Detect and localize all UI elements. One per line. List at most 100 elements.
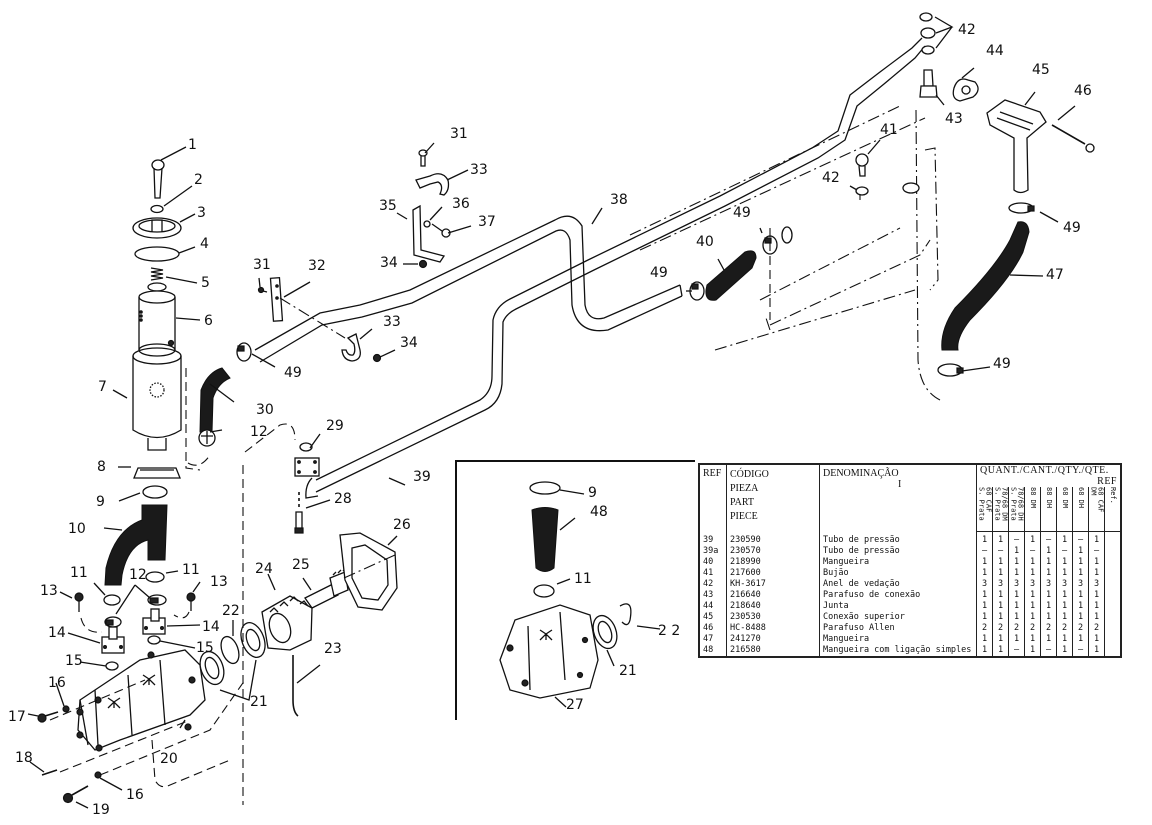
- upper-connection-part-45: [986, 99, 1047, 194]
- row-code: 218990: [726, 557, 820, 568]
- row-qty: 1: [1072, 612, 1089, 623]
- row-qty: 1: [1024, 568, 1041, 579]
- plate-part-32: [269, 277, 284, 322]
- row-qty: –: [1088, 546, 1105, 557]
- seal-ring-part-9: [142, 485, 168, 499]
- row-qty: 2: [1056, 623, 1073, 634]
- callout-14b: 14: [202, 619, 220, 635]
- callout-17: 17: [8, 709, 26, 725]
- header-code-line: PIECE: [730, 511, 758, 522]
- callout-22: 22: [222, 603, 240, 619]
- callout-42a: 42: [822, 170, 840, 186]
- callout-36: 36: [452, 196, 470, 212]
- callout-32: 32: [308, 258, 326, 274]
- callout-6: 6: [204, 313, 213, 329]
- row-qty: 1: [1072, 601, 1089, 612]
- row-ref: 47: [698, 634, 727, 645]
- callout-33b: 33: [383, 314, 401, 330]
- seal-ring-part-11b: [145, 571, 165, 583]
- callout-40: 40: [696, 234, 714, 250]
- row-qty: [1104, 557, 1122, 568]
- screw-part-19: [62, 785, 89, 804]
- inset-callout-48: 48: [590, 504, 608, 520]
- row-qty: 1: [992, 634, 1009, 645]
- header-ref: REF: [698, 464, 727, 532]
- inset-callout-21: 21: [619, 663, 637, 679]
- inset-hose-part-48: [531, 507, 559, 572]
- row-code: 241270: [726, 634, 820, 645]
- header-code-line: PIEZA: [730, 483, 759, 494]
- row-qty: 1: [1056, 645, 1073, 657]
- screw-part-17: [37, 711, 59, 723]
- row-qty: –: [992, 546, 1009, 557]
- row-qty: 1: [992, 590, 1009, 601]
- inset-seal-ring-part-11: [533, 584, 555, 598]
- row-qty: 3: [992, 579, 1009, 590]
- row-qty: 1: [1040, 557, 1057, 568]
- callout-34a: 34: [380, 255, 398, 271]
- row-description: Parafuso Allen: [819, 623, 977, 634]
- o-ring-part-15b: [147, 635, 161, 645]
- hose-clamp-part-49a: [236, 342, 252, 362]
- callout-18: 18: [15, 750, 33, 766]
- row-description: Parafuso de conexão: [819, 590, 977, 601]
- row-qty: 2: [1040, 623, 1057, 634]
- row-qty: –: [976, 546, 993, 557]
- row-qty: 1: [1072, 546, 1089, 557]
- row-qty: 1: [992, 645, 1009, 657]
- row-description: Anel de vedação: [819, 579, 977, 590]
- filter-housing-part-7: [132, 347, 182, 451]
- row-qty: –: [1008, 645, 1025, 657]
- row-qty: [1104, 579, 1122, 590]
- row-ref: 46: [698, 623, 727, 634]
- filter-cover-part-3: [132, 217, 182, 239]
- inset-callout-27: 27: [566, 697, 584, 713]
- row-qty: [1104, 601, 1122, 612]
- row-ref: 43: [698, 590, 727, 601]
- flange-part-14a: [101, 626, 125, 654]
- inset-snap-ring-part-22: [619, 603, 632, 626]
- row-qty: 1: [1024, 557, 1041, 568]
- snap-ring-part-22: [220, 635, 240, 665]
- row-qty: 1: [1040, 568, 1057, 579]
- o-ring-part-4: [134, 246, 180, 262]
- callout-35: 35: [379, 198, 397, 214]
- callout-28: 28: [334, 491, 352, 507]
- row-qty: [1104, 568, 1122, 579]
- row-ref: 40: [698, 557, 727, 568]
- hose-clamp-part-12a: [104, 616, 122, 628]
- callout-15a: 15: [65, 653, 83, 669]
- nut-part-34a: [418, 259, 428, 269]
- drive-gear-part-24: [261, 595, 313, 651]
- row-qty: 1: [976, 612, 993, 623]
- row-qty: 1: [1008, 612, 1025, 623]
- header-variant: 68 CAF DM: [1088, 487, 1105, 532]
- row-qty: 2: [1072, 623, 1089, 634]
- row-qty: 1: [1040, 590, 1057, 601]
- hose-clamp-part-49e: [937, 363, 964, 377]
- filter-element-part-6: [138, 290, 176, 357]
- row-qty: 1: [1088, 612, 1105, 623]
- row-qty: 1: [1088, 568, 1105, 579]
- row-qty: –: [1072, 531, 1089, 546]
- row-qty: 1: [1008, 557, 1025, 568]
- row-ref: 39: [698, 531, 727, 546]
- pressure-tube-part-39: [305, 37, 926, 499]
- callout-34b: 34: [400, 335, 418, 351]
- header-quantity-ref: REF: [1097, 476, 1117, 487]
- spring-part-5: [147, 267, 167, 292]
- row-qty: 1: [992, 531, 1009, 546]
- callout-49d: 49: [1063, 220, 1081, 236]
- hose-clamp-part-12b: [147, 594, 167, 606]
- hydraulic-pump-body: [76, 649, 206, 752]
- callout-42b: 42: [958, 22, 976, 38]
- row-qty: 1: [1056, 612, 1073, 623]
- sealing-ring-part-42b: [919, 12, 936, 55]
- row-qty: [1104, 590, 1122, 601]
- row-qty: 2: [992, 623, 1009, 634]
- header-description: DENOMINAÇÃO I: [819, 464, 977, 532]
